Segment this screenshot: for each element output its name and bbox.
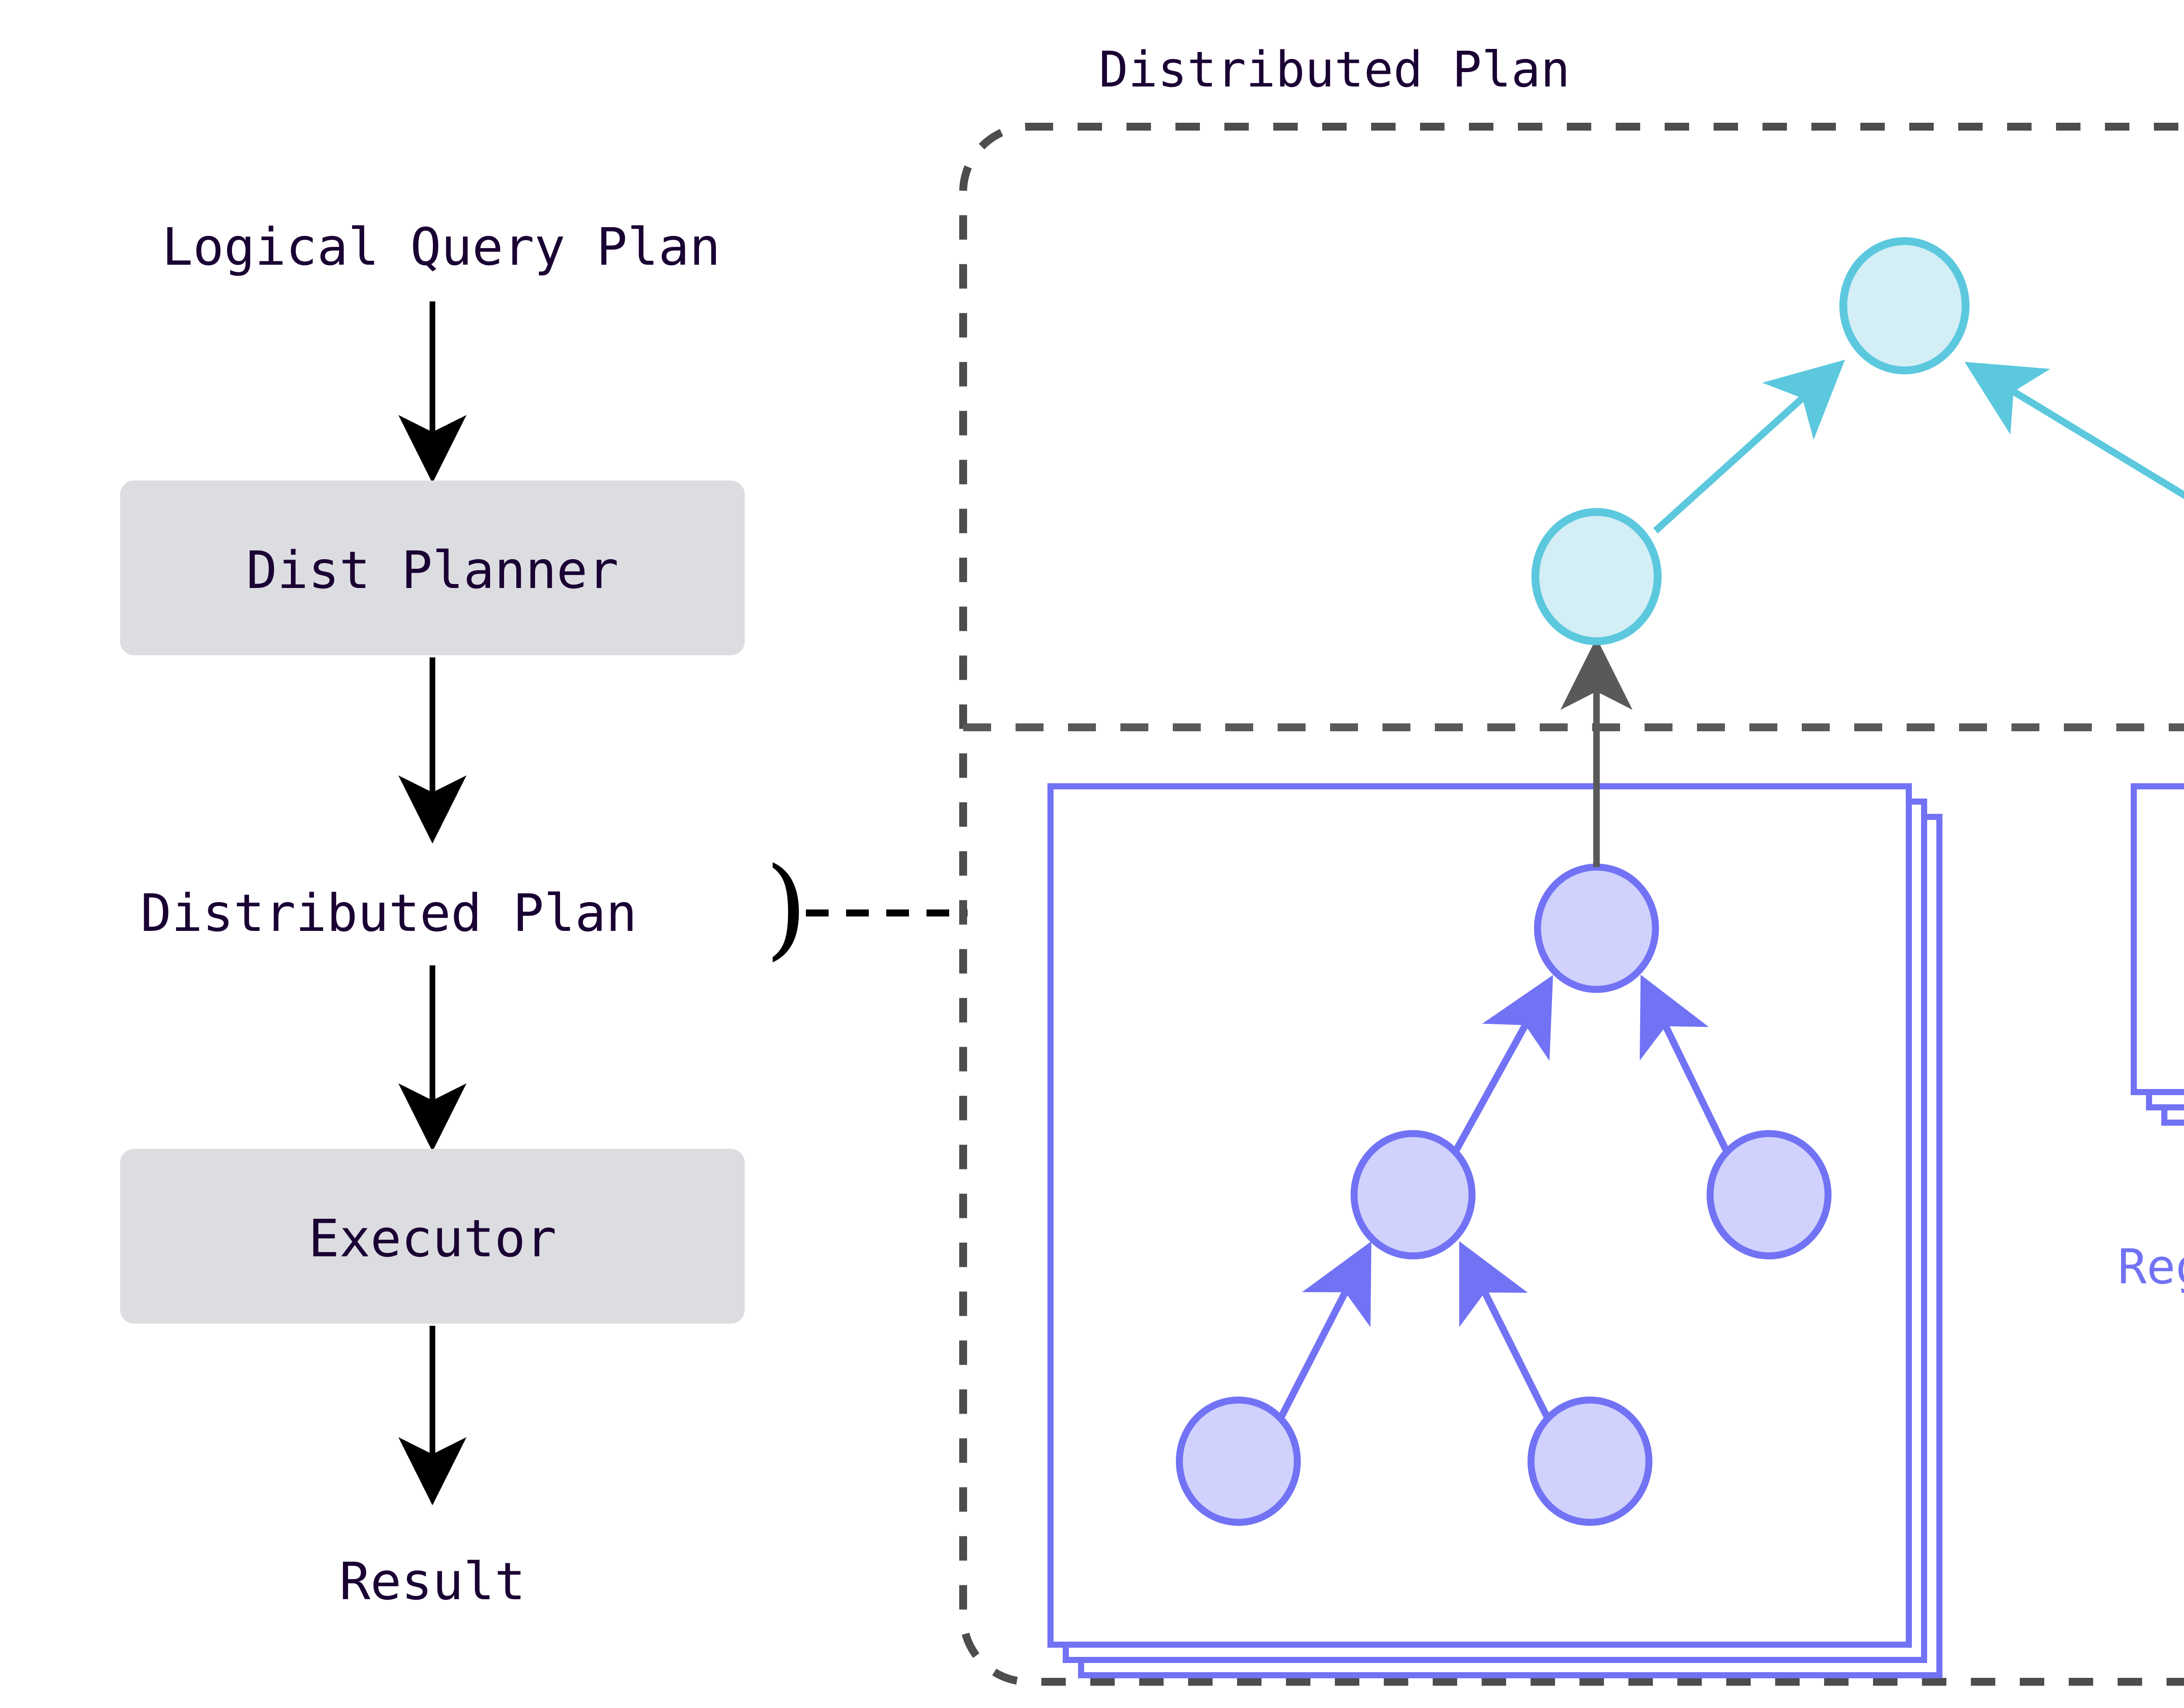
- datanode-node-mid-right[interactable]: [1707, 1130, 1832, 1259]
- region-stack-left: [1047, 783, 1942, 1678]
- result-label: Result: [339, 1551, 526, 1611]
- stage-crossing-edges: [1560, 638, 1633, 867]
- datanode-node-leaf-right[interactable]: [1527, 1397, 1652, 1526]
- frontend-node-root[interactable]: [1839, 237, 1970, 374]
- edge-frontend-right-to-root: [1964, 362, 2184, 499]
- distributed-plan-title: Distributed Plan: [1099, 41, 1570, 98]
- dist-planner-label: Dist Planner: [246, 540, 619, 600]
- frontend-nodes: [1531, 237, 1970, 645]
- pipeline-flow-group: [120, 301, 745, 1505]
- datanode-node-mid-left[interactable]: [1351, 1130, 1476, 1259]
- datanode-node-root[interactable]: [1534, 864, 1659, 993]
- regions-label: Regions: [2118, 1239, 2184, 1295]
- datanode-left-edges: [1276, 975, 1731, 1421]
- logical-query-plan-label: Logical Query Plan: [162, 217, 721, 277]
- frontend-edges: [1653, 360, 2184, 533]
- edge-dleafr-to-dmidl: [1459, 1241, 1552, 1421]
- distributed-plan-flow-label: Distributed Plan: [140, 883, 637, 943]
- region-stack-right: [2131, 783, 2184, 1126]
- edge-dmidl-to-droot: [1451, 975, 1553, 1155]
- executor-box: [120, 1149, 745, 1324]
- distributed-plan-boundary: [959, 123, 2184, 1686]
- edge-dmidr-to-droot: [1639, 975, 1731, 1155]
- datanode-node-leaf-left[interactable]: [1176, 1397, 1301, 1526]
- edge-dleafl-to-dmidl: [1276, 1241, 1372, 1421]
- executor-label: Executor: [308, 1208, 557, 1269]
- edge-frontend-left-to-root: [1653, 360, 1845, 533]
- frontend-node-left[interactable]: [1531, 508, 1662, 645]
- plan-brace-icon: ): [765, 844, 808, 971]
- region-card-right-front: [2131, 783, 2184, 1095]
- dist-planner-box: [120, 481, 745, 655]
